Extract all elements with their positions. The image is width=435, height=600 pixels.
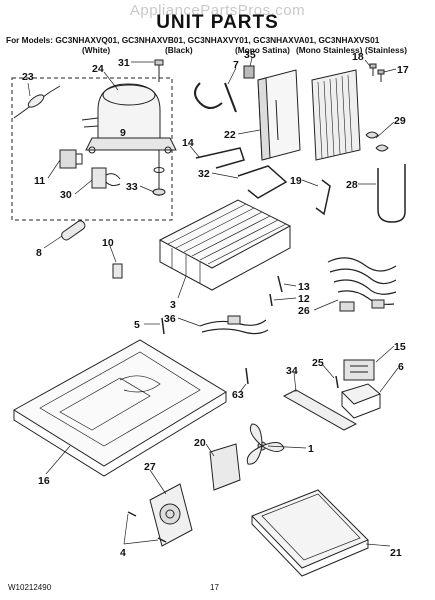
page-title: UNIT PARTS [156, 12, 279, 33]
callout-13: 13 [298, 281, 310, 293]
variant-white: (White) [82, 45, 111, 55]
part-4-screw [127, 511, 137, 517]
callout-5: 5 [134, 319, 140, 331]
part-14-tube [195, 147, 245, 169]
part-evaporator [311, 69, 361, 161]
callout-36: 36 [164, 313, 176, 325]
callout-17: 17 [397, 64, 409, 76]
part-5-screw [161, 317, 165, 335]
part-3-condenser [158, 199, 292, 291]
watermark: AppliancePartsPros.com [129, 2, 306, 19]
part-7-tube [194, 82, 237, 113]
part-12-screw [269, 293, 273, 307]
callout-15: 15 [394, 341, 406, 353]
part-10-capillary [112, 263, 123, 279]
part-8-drier [61, 220, 86, 241]
callout-6: 6 [398, 361, 404, 373]
callout-16: 16 [38, 475, 50, 487]
callout-31: 31 [118, 57, 130, 69]
part-17-screw [377, 69, 385, 82]
callout-3: 3 [170, 299, 176, 311]
callout-29: 29 [394, 115, 406, 127]
callout-12: 12 [298, 293, 310, 305]
part-63-screw [245, 367, 249, 385]
callout-22: 22 [224, 129, 236, 141]
callout-26: 26 [298, 305, 310, 317]
callout-4: 4 [120, 547, 126, 559]
part-26-wire-harness [327, 257, 397, 312]
variant-mono-stainless: (Mono Stainless) [296, 45, 363, 55]
doc-number: W10212490 [8, 583, 52, 592]
part-11-relay [59, 149, 83, 169]
variant-stainless: (Stainless) [365, 45, 407, 55]
part-23-sensor [13, 85, 61, 119]
callout-8: 8 [36, 247, 42, 259]
part-27-fan-motor [149, 483, 193, 547]
callout-28: 28 [346, 179, 358, 191]
callout-33: 33 [126, 181, 138, 193]
part-13-screw [277, 275, 283, 293]
part-32-tube [237, 165, 288, 199]
leader-lines [27, 57, 399, 547]
callout-25: 25 [312, 357, 324, 369]
callout-14: 14 [182, 137, 194, 149]
part-33-grommets [152, 150, 166, 196]
callout-30: 30 [60, 189, 72, 201]
part-31-bolt [154, 59, 164, 82]
part-18-screw [369, 63, 377, 76]
part-35-clip [243, 65, 255, 79]
callout-7: 7 [233, 59, 239, 71]
callout-10: 10 [102, 237, 114, 249]
callout-34: 34 [286, 365, 298, 377]
models-line: For Models: GC3NHAXVQ01, GC3NHAXVB01, GC… [6, 35, 380, 45]
part-25-screw [335, 375, 339, 389]
part-29-clips [365, 131, 389, 152]
callout-35: 35 [244, 49, 256, 61]
part-34-strip [282, 389, 358, 431]
part-36-wire [199, 315, 269, 335]
part-22-evaporator-cover [257, 69, 301, 161]
callout-1: 1 [308, 443, 314, 455]
callout-11: 11 [34, 175, 45, 187]
part-15-control [343, 359, 375, 381]
part-24-compressor [81, 83, 177, 154]
callout-20: 20 [194, 437, 206, 449]
callout-23: 23 [22, 71, 34, 83]
callout-18: 18 [352, 51, 364, 63]
callout-27: 27 [144, 461, 156, 473]
callout-19: 19 [290, 175, 302, 187]
part-21-drain-pan [251, 489, 369, 577]
part-6-cover [341, 383, 381, 405]
part-30-start-device [91, 167, 121, 189]
variant-mono-satina: (Mono Satina) [235, 45, 290, 55]
part-4-screw-2 [157, 537, 167, 543]
part-1-fan-blade [246, 423, 285, 465]
variant-black: (Black) [165, 45, 193, 55]
part-16-base [13, 339, 227, 477]
part-19-bracket [315, 179, 331, 216]
part-28-heater [377, 164, 406, 223]
callout-32: 32 [198, 168, 210, 180]
callout-63: 63 [232, 389, 244, 401]
callout-9: 9 [120, 127, 126, 139]
page-number: 17 [210, 583, 219, 592]
part-20-bracket [209, 443, 241, 491]
callout-24: 24 [92, 63, 104, 75]
callout-21: 21 [390, 547, 402, 559]
